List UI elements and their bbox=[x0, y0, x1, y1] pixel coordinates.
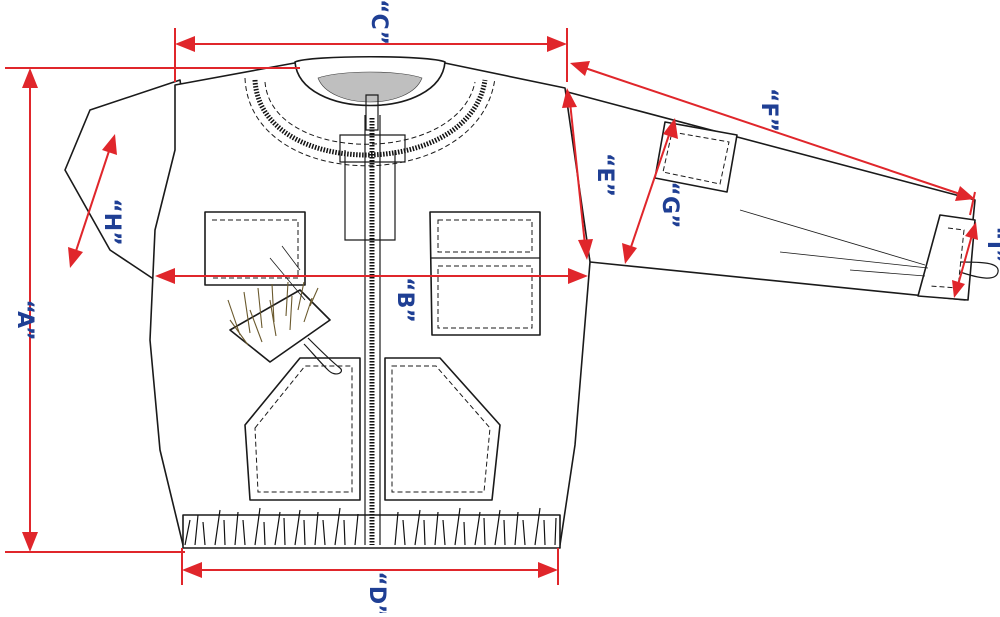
label-c: “C” bbox=[366, 0, 391, 45]
label-a: “A” bbox=[12, 299, 37, 340]
jacket-outline bbox=[64, 55, 999, 549]
label-e: “E” bbox=[592, 153, 617, 197]
label-h: “H” bbox=[99, 198, 124, 245]
dimension-i bbox=[952, 222, 978, 298]
label-i: “I” bbox=[982, 226, 1000, 263]
dimension-a bbox=[5, 67, 300, 553]
right-cuff-toggle bbox=[959, 261, 999, 279]
label-g: “G” bbox=[657, 182, 682, 229]
collar-tag bbox=[339, 134, 406, 163]
label-b: “B” bbox=[392, 277, 417, 323]
kangaroo-pocket bbox=[244, 357, 361, 501]
dimension-h bbox=[68, 134, 117, 268]
hem-grass bbox=[184, 507, 557, 546]
label-f: “F” bbox=[756, 88, 781, 132]
label-d: “D” bbox=[364, 571, 389, 613]
left-cuff-toggle bbox=[303, 337, 342, 375]
dimension-c bbox=[174, 28, 568, 82]
dimension-b bbox=[155, 268, 588, 284]
left-chest-pocket bbox=[204, 211, 306, 286]
collar-mesh bbox=[317, 71, 423, 103]
hem-band bbox=[182, 514, 561, 549]
dimensions bbox=[5, 28, 978, 585]
cuff-fringe bbox=[227, 281, 319, 346]
right-chest-pocket bbox=[429, 211, 541, 336]
dimension-e bbox=[562, 88, 593, 260]
dimension-d bbox=[181, 548, 559, 585]
zipper-pull bbox=[365, 94, 379, 131]
dimension-labels: “A” “B” “C” “D” “E” “F” “G” “H” “I” bbox=[12, 0, 1000, 617]
dimension-f bbox=[570, 61, 976, 216]
left-cuff bbox=[229, 289, 331, 363]
dimension-g bbox=[622, 118, 678, 264]
yoke-zipper bbox=[252, 79, 488, 158]
